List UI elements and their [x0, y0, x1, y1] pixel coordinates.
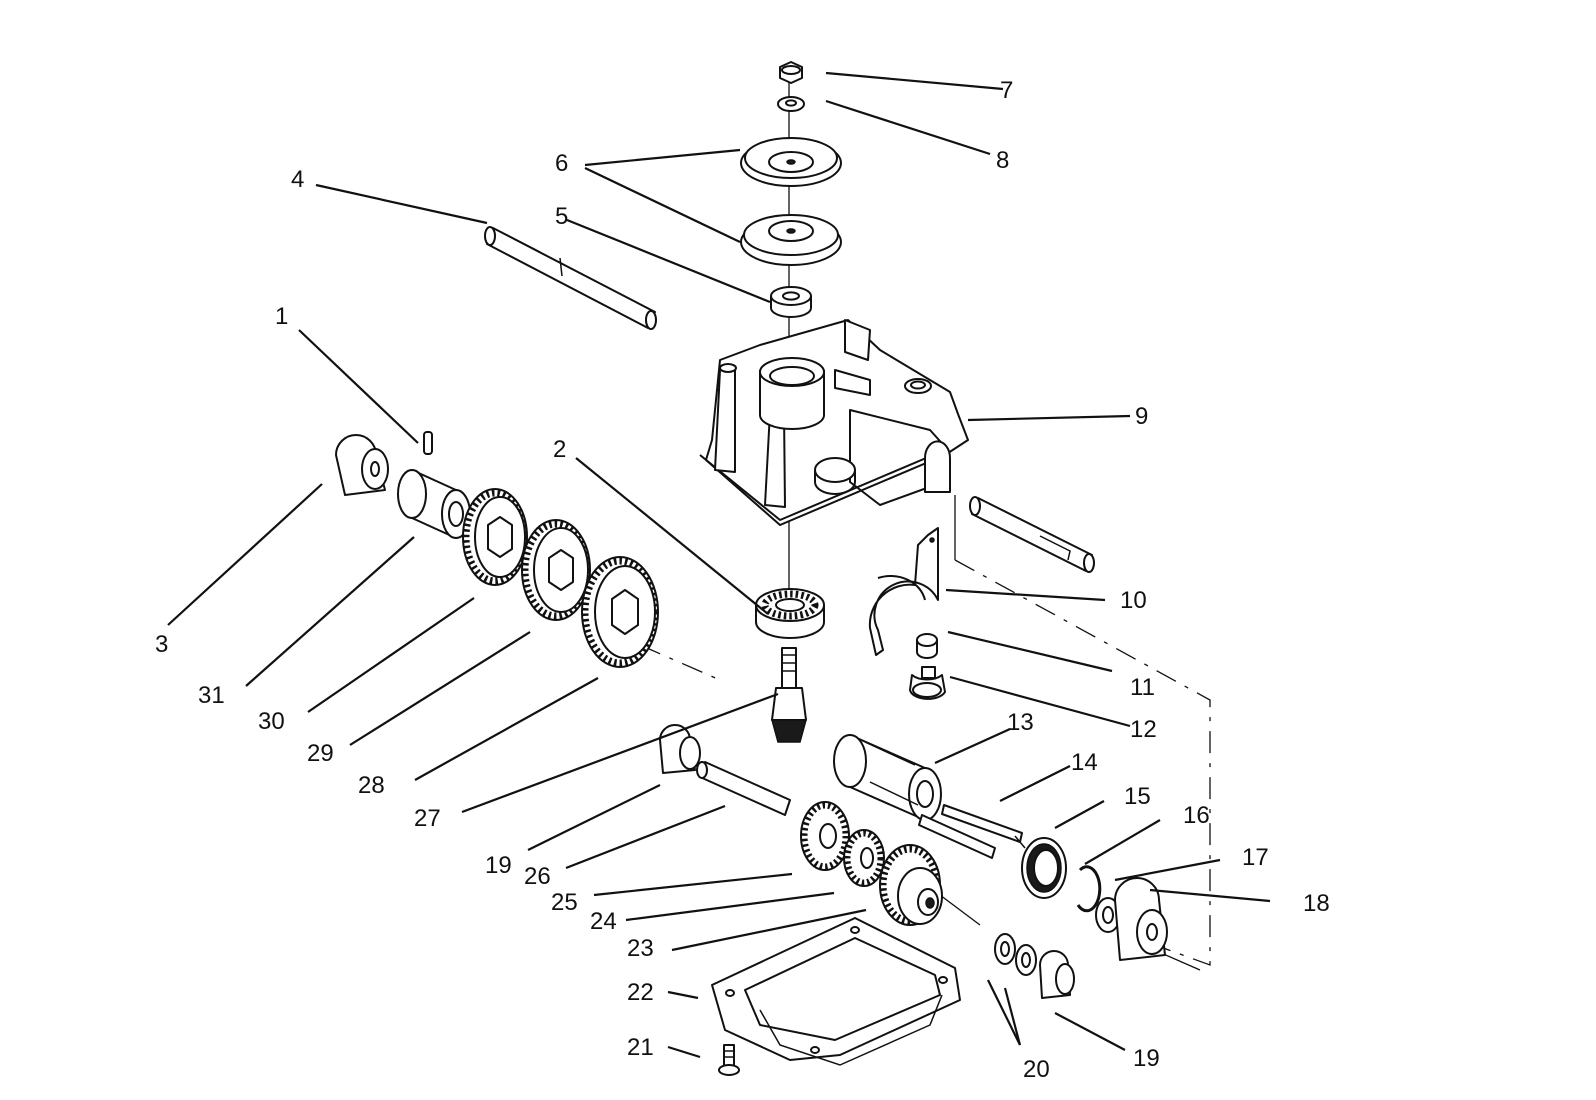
- gear-part-29: [521, 519, 591, 621]
- callout-19-lower: 19: [1133, 1045, 1160, 1072]
- axle-shaft-part-4: [484, 226, 657, 330]
- bushing-part-11: [916, 633, 938, 659]
- callout-labels: 1 2 3 4 5 6 7 8 9 10 11 12 13 14 15 16 1…: [155, 77, 1330, 1083]
- callout-27: 27: [414, 805, 441, 832]
- callout-11: 11: [1130, 674, 1155, 701]
- gear-part-23: [879, 844, 943, 926]
- callout-3: 3: [155, 631, 168, 658]
- callout-13: 13: [1007, 709, 1034, 736]
- callout-30: 30: [258, 708, 285, 735]
- callout-2: 2: [553, 436, 566, 463]
- callout-28: 28: [358, 772, 385, 799]
- clip-part-12: [909, 666, 946, 700]
- gear-part-30: [462, 488, 528, 586]
- callout-4: 4: [291, 166, 304, 193]
- callout-15: 15: [1124, 783, 1151, 810]
- gearbox-housing-part-9: [699, 319, 969, 526]
- bearing-part-2: [755, 588, 825, 639]
- callout-8: 8: [996, 147, 1009, 174]
- shaft-part-26: [696, 761, 791, 816]
- leader-lines: [167, 71, 1271, 1059]
- keys-part-14: [918, 804, 1026, 859]
- callout-17: 17: [1242, 844, 1269, 871]
- washer-part-8: [777, 96, 805, 112]
- bushing-part-19-upper: [659, 724, 701, 774]
- hex-nut-part-7: [779, 61, 803, 84]
- callout-9: 9: [1135, 403, 1148, 430]
- callout-23: 23: [627, 935, 654, 962]
- callout-12: 12: [1130, 716, 1157, 743]
- gear-part-28: [581, 556, 659, 668]
- callout-6: 6: [555, 150, 568, 177]
- washers-part-20: [994, 933, 1037, 976]
- callout-1: 1: [275, 303, 288, 330]
- callout-31: 31: [198, 682, 225, 709]
- callout-24: 24: [590, 908, 617, 935]
- gear-part-24: [843, 829, 885, 887]
- callout-14: 14: [1071, 749, 1098, 776]
- assembly-axis-lines: [639, 80, 1211, 971]
- washer-part-17: [1095, 897, 1121, 933]
- bushing-part-18: [1114, 877, 1168, 961]
- callout-22: 22: [627, 979, 654, 1006]
- axle-shaft-right: [969, 496, 1095, 573]
- retaining-ring-part-16: [1076, 865, 1102, 913]
- callout-18: 18: [1303, 890, 1330, 917]
- screw-part-21: [718, 1044, 740, 1076]
- bushing-part-5: [770, 286, 812, 318]
- bushing-part-3: [335, 434, 389, 496]
- pulley-halves-part-6: [740, 137, 842, 266]
- callout-16: 16: [1183, 802, 1210, 829]
- oil-seal-part-15: [1021, 837, 1067, 899]
- gear-part-25: [800, 801, 850, 871]
- bottom-cover-part-22: [711, 917, 961, 1066]
- splined-sleeve-part-13: [833, 734, 942, 821]
- shift-fork-part-10: [868, 527, 939, 656]
- callout-21: 21: [627, 1034, 654, 1061]
- splined-hub-part-31: [397, 469, 471, 539]
- callout-25: 25: [551, 889, 578, 916]
- callout-26: 26: [524, 863, 551, 890]
- callout-5: 5: [555, 203, 568, 230]
- roll-pin-part-1: [423, 431, 433, 455]
- callout-7: 7: [1000, 77, 1013, 104]
- callout-10: 10: [1120, 587, 1147, 614]
- callout-20: 20: [1023, 1056, 1050, 1083]
- pinion-shaft-part-27: [771, 647, 807, 743]
- bushing-part-19-lower: [1039, 950, 1075, 999]
- callout-29: 29: [307, 740, 334, 767]
- callout-19-upper: 19: [485, 852, 512, 879]
